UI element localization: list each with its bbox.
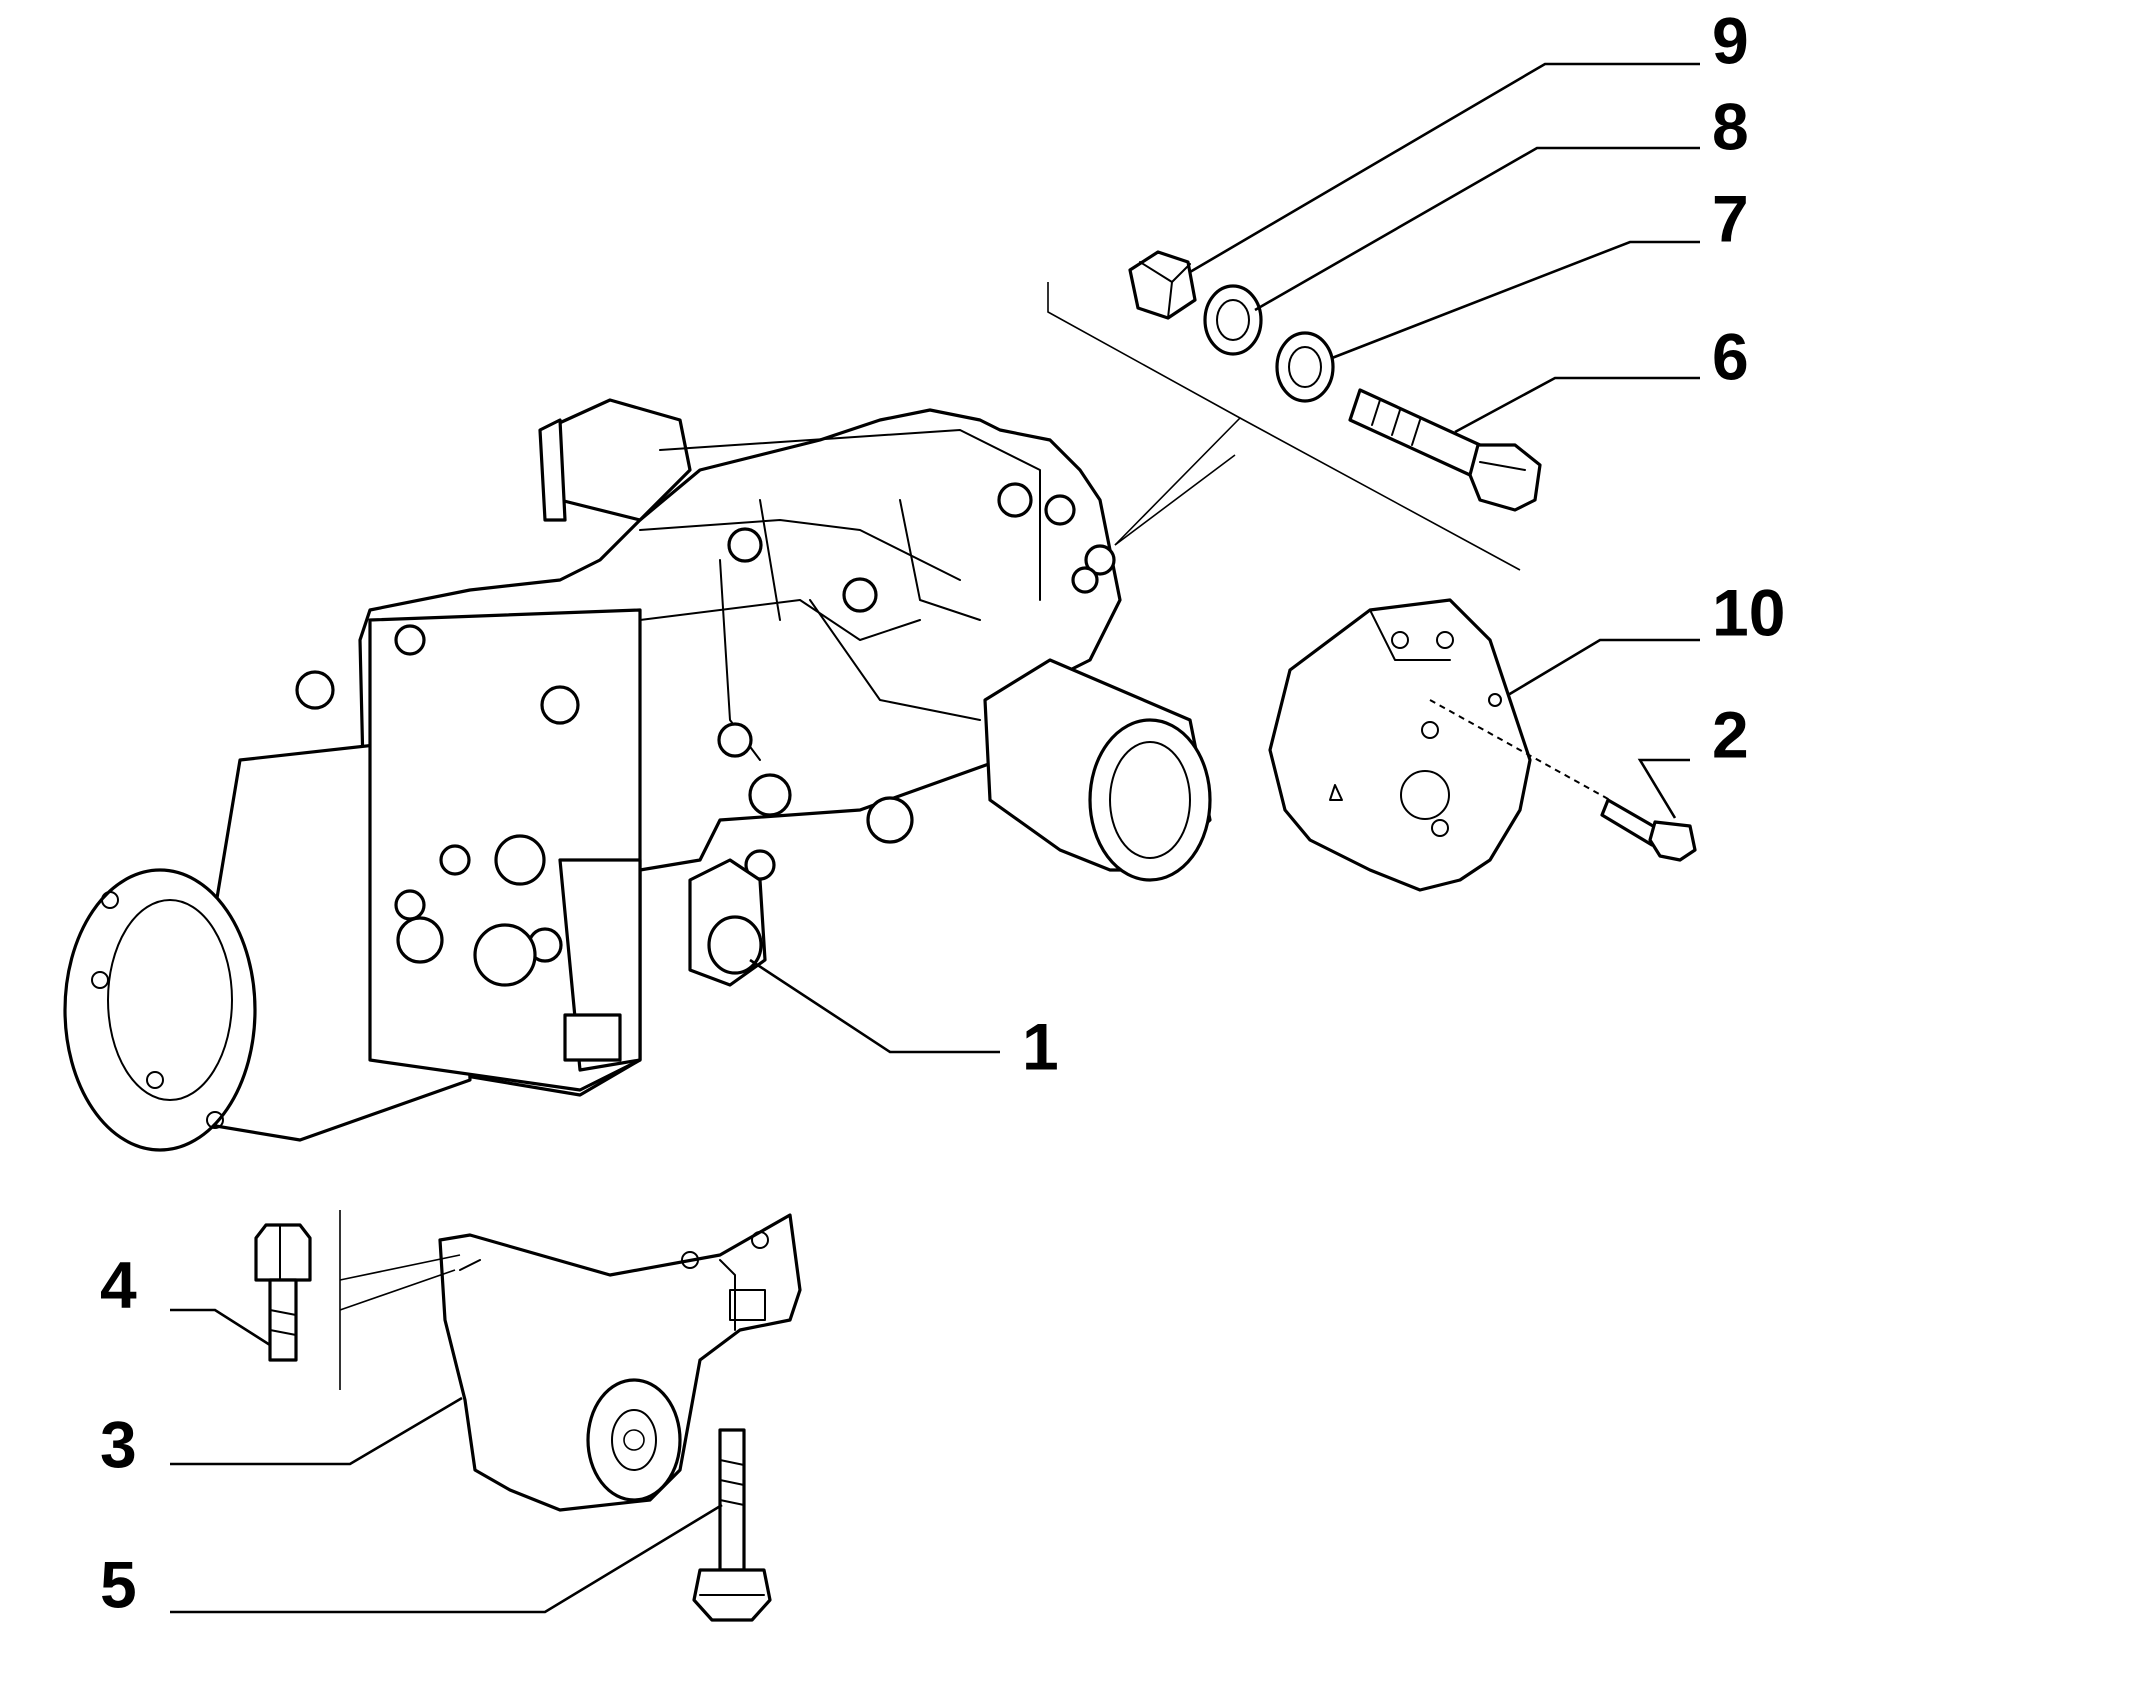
callout-5: 5 — [100, 1547, 137, 1621]
differential-cover[interactable] — [1268, 598, 1611, 892]
callout-9: 9 — [1712, 3, 1749, 77]
callout-7: 7 — [1712, 181, 1749, 255]
washer-7[interactable] — [1275, 331, 1335, 403]
mount-bracket[interactable] — [339, 1210, 802, 1512]
washer-8[interactable] — [1203, 284, 1263, 356]
mount-bolt-5[interactable] — [692, 1428, 772, 1622]
callout-1: 1 — [1022, 1009, 1059, 1083]
differential-housing[interactable] — [63, 398, 1212, 1152]
callout-8: 8 — [1712, 89, 1749, 163]
callout-6: 6 — [1712, 319, 1749, 393]
leader-lines — [170, 62, 1700, 1614]
nut-9[interactable] — [1128, 250, 1197, 320]
callout-3: 3 — [100, 1407, 137, 1481]
cover-bolt[interactable] — [1600, 798, 1697, 862]
callout-4: 4 — [100, 1247, 137, 1321]
callout-10: 10 — [1712, 575, 1785, 649]
mount-bolt-4[interactable] — [254, 1223, 312, 1362]
long-bolt[interactable] — [1348, 388, 1542, 512]
callout-2: 2 — [1712, 697, 1749, 771]
